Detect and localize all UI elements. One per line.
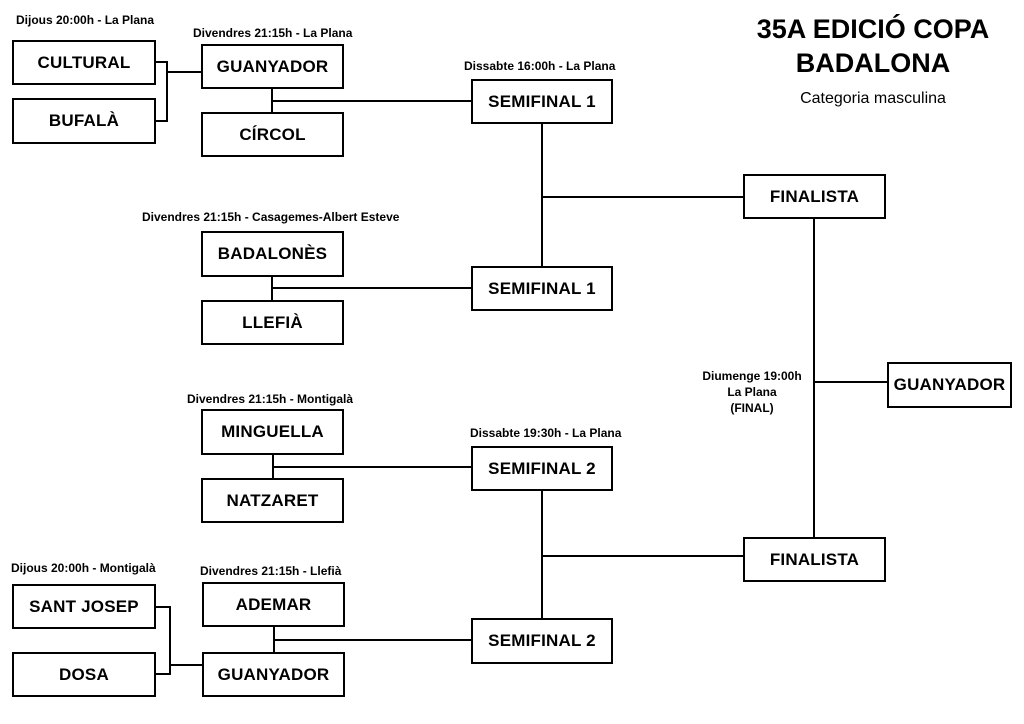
connector-qf3 [272,455,471,478]
team-box: BUFALÀ [12,98,156,144]
team-box: BADALONÈS [201,231,344,277]
final-schedule-line-1: Diumenge 19:00h [702,369,802,383]
team-box: CULTURAL [12,40,156,85]
team-box: MINGUELLA [201,409,344,455]
page-subtitle: Categoria masculina [800,90,946,107]
match-schedule: Dissabte 19:30h - La Plana [470,426,622,440]
final-schedule-line-3: (FINAL) [730,401,774,415]
connector-qf2 [271,277,471,300]
title-line-2: BADALONA [795,48,951,78]
connector-qf4 [273,627,471,652]
connector-r1-top [156,61,201,122]
connector-qf1 [271,89,471,112]
match-schedule: Divendres 21:15h - Casagemes-Albert Este… [142,210,400,224]
finalist-box: FINALISTA [743,537,886,582]
team-box: SANT JOSEP [12,584,156,629]
connector-final [813,219,887,537]
connector-r1-bottom [156,606,202,675]
semifinal-box: SEMIFINAL 1 [471,79,613,124]
match-schedule: Dissabte 16:00h - La Plana [464,59,616,73]
page-title: 35A EDICIÓ COPA BADALONA [733,12,1013,80]
title-line-1: 35A EDICIÓ COPA [756,14,990,44]
team-box: NATZARET [201,478,344,523]
match-schedule: Divendres 21:15h - La Plana [193,26,353,40]
finalist-box: FINALISTA [743,174,886,219]
team-box: ADEMAR [202,582,345,627]
match-schedule: Divendres 21:15h - Montigalà [187,392,354,406]
semifinal-box: SEMIFINAL 2 [471,618,613,664]
team-box: LLEFIÀ [201,300,344,345]
match-schedule: Dijous 20:00h - Montigalà [11,561,156,575]
team-box: GUANYADOR [201,44,344,89]
semifinal-box: SEMIFINAL 2 [471,446,613,491]
winner-box: GUANYADOR [887,362,1012,408]
team-box: DOSA [12,652,156,697]
match-schedule: Divendres 21:15h - Llefià [200,564,342,578]
final-schedule-line-2: La Plana [727,385,777,399]
team-box: CÍRCOL [201,112,344,157]
team-box: GUANYADOR [202,652,345,697]
connector-sf2 [541,491,743,618]
final-schedule: Diumenge 19:00h La Plana (FINAL) [692,368,812,416]
semifinal-box: SEMIFINAL 1 [471,266,613,311]
connector-sf1 [541,124,743,266]
match-schedule: Dijous 20:00h - La Plana [16,13,155,27]
